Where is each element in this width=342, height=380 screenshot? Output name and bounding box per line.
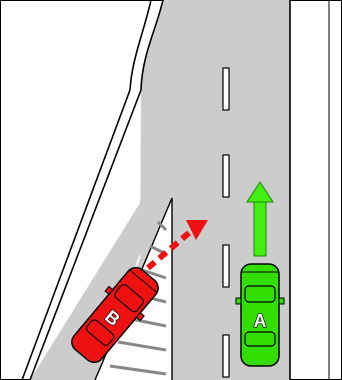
car-a: A xyxy=(236,264,284,366)
car-a-label: A xyxy=(254,311,267,331)
